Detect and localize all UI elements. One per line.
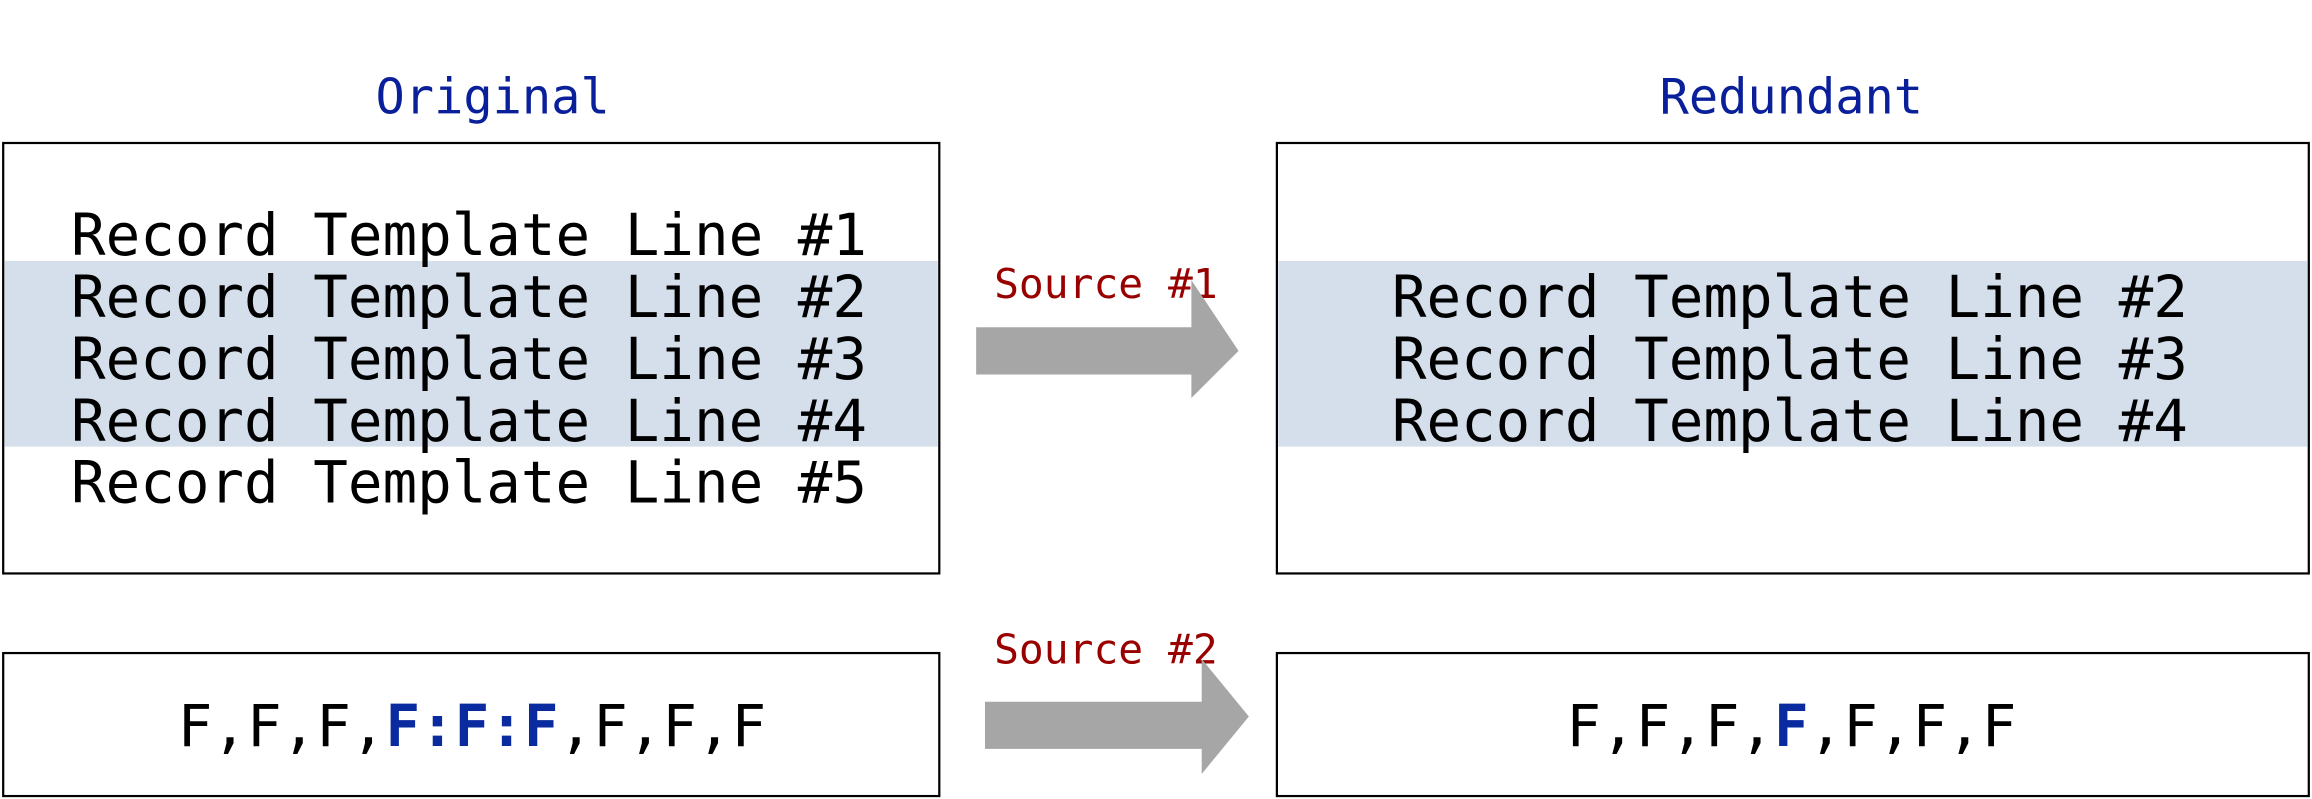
redundant-line-2: Record Template Line #3 xyxy=(1392,326,2188,393)
redundant-fields-box: F,F,F,F,F,F,F xyxy=(1275,651,2310,798)
field-separator-1: : xyxy=(420,693,455,760)
right-arrow-icon xyxy=(984,658,1249,774)
redundant-line-1: Record Template Line #2 xyxy=(1392,264,2188,331)
original-line-5: Record Template Line #5 xyxy=(71,450,867,517)
original-highlight-band xyxy=(4,260,938,447)
redundant-fields: F,F,F,F,F,F,F xyxy=(1566,693,2016,760)
redundant-title: Redundant xyxy=(1660,70,1923,126)
original-fields: F,F,F,F:F:F,F,F,F xyxy=(178,693,766,760)
highlighted-field-1: F xyxy=(385,693,420,760)
redundant-box: Record Template Line #2 Record Template … xyxy=(1275,141,2310,575)
redundant-highlight-band xyxy=(1278,260,2308,447)
fields-suffix: ,F,F,F xyxy=(559,693,767,760)
fields-prefix: F,F,F, xyxy=(1566,693,1774,760)
original-line-1: Record Template Line #1 xyxy=(71,202,867,269)
original-title: Original xyxy=(376,70,610,126)
redundant-line-3: Record Template Line #4 xyxy=(1392,388,2188,455)
redundant-fields-frame xyxy=(1275,651,2310,798)
original-line-3: Record Template Line #3 xyxy=(71,326,867,393)
original-fields-box: F,F,F,F:F:F,F,F,F xyxy=(2,651,941,798)
highlighted-field-3: F xyxy=(524,693,559,760)
source-2-label: Source #2 xyxy=(994,625,1218,673)
field-separator-2: : xyxy=(489,693,524,760)
original-box: Record Template Line #1 Record Template … xyxy=(2,141,941,575)
original-fields-frame xyxy=(2,651,941,798)
source-1-label: Source #1 xyxy=(994,260,1218,308)
highlighted-field-2: F xyxy=(455,693,490,760)
right-arrow-icon xyxy=(976,280,1239,399)
highlighted-field: F xyxy=(1774,693,1809,760)
original-line-2: Record Template Line #2 xyxy=(71,264,867,331)
fields-suffix: ,F,F,F xyxy=(1809,693,2017,760)
fields-prefix: F,F,F, xyxy=(178,693,386,760)
original-line-4: Record Template Line #4 xyxy=(71,388,867,455)
